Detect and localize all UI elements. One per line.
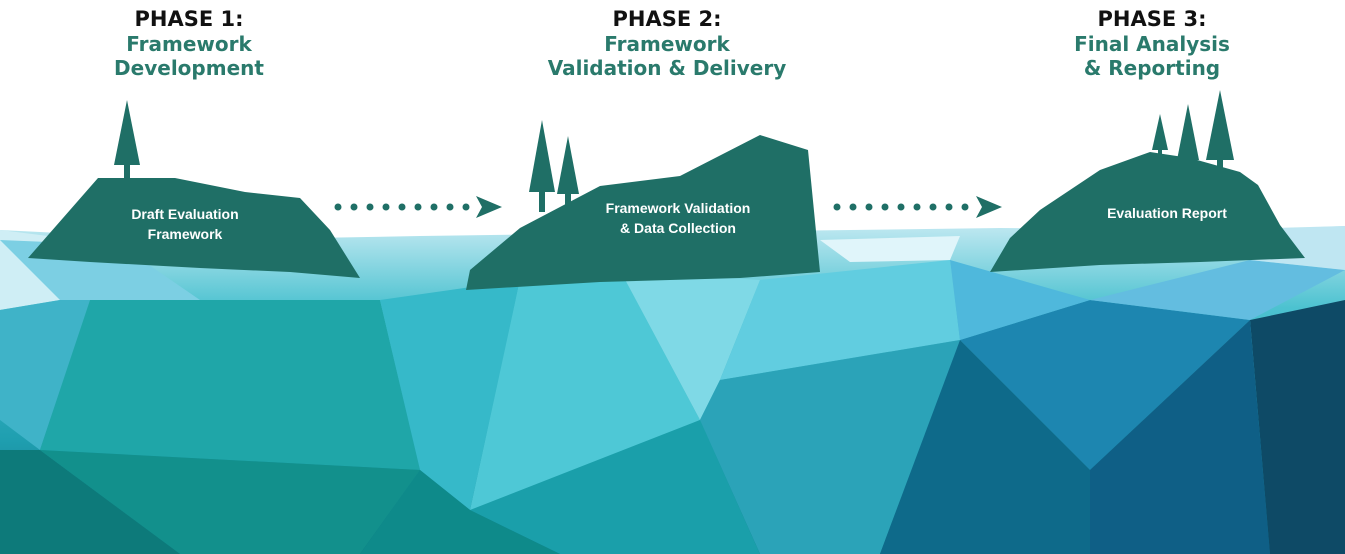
phase-3-outcome-line1: Evaluation Report [1107,205,1227,221]
phase-3-outcome: Evaluation Report [1067,203,1267,223]
phase-1-outcome-line2: Framework [147,226,223,242]
phase-1-outcome: Draft Evaluation Framework [85,204,285,244]
phase-2-outcome-line2: & Data Collection [620,220,736,236]
phase-2-heading: PHASE 2: Framework Validation & Delivery [507,6,827,80]
phase-1-outcome-line1: Draft Evaluation [131,206,239,222]
tree-icon [1152,114,1168,160]
phase-2-title-line2: Validation & Delivery [547,56,787,80]
tree-icon [1206,90,1234,172]
phase-3-heading: PHASE 3: Final Analysis & Reporting [992,6,1312,80]
phase-1-number: PHASE 1: [134,7,244,31]
phase-3-title-line2: & Reporting [1083,56,1221,80]
tree-icon [1177,104,1199,166]
phase-1-heading: PHASE 1: Framework Development [29,6,349,80]
phase-2-title-line1: Framework [604,32,730,56]
phase-2-outcome-line1: Framework Validation [605,200,751,216]
tree-icon [557,136,579,210]
tree-icon [529,120,555,212]
phase-2-number: PHASE 2: [612,7,722,31]
phase-1-title-line1: Framework [126,32,252,56]
phase-1-title-line2: Development [114,56,264,80]
phase-2-outcome: Framework Validation & Data Collection [578,198,778,238]
phase-3-title-line1: Final Analysis [1074,32,1230,56]
tree-icon [114,100,140,182]
phase-3-number: PHASE 3: [1097,7,1207,31]
